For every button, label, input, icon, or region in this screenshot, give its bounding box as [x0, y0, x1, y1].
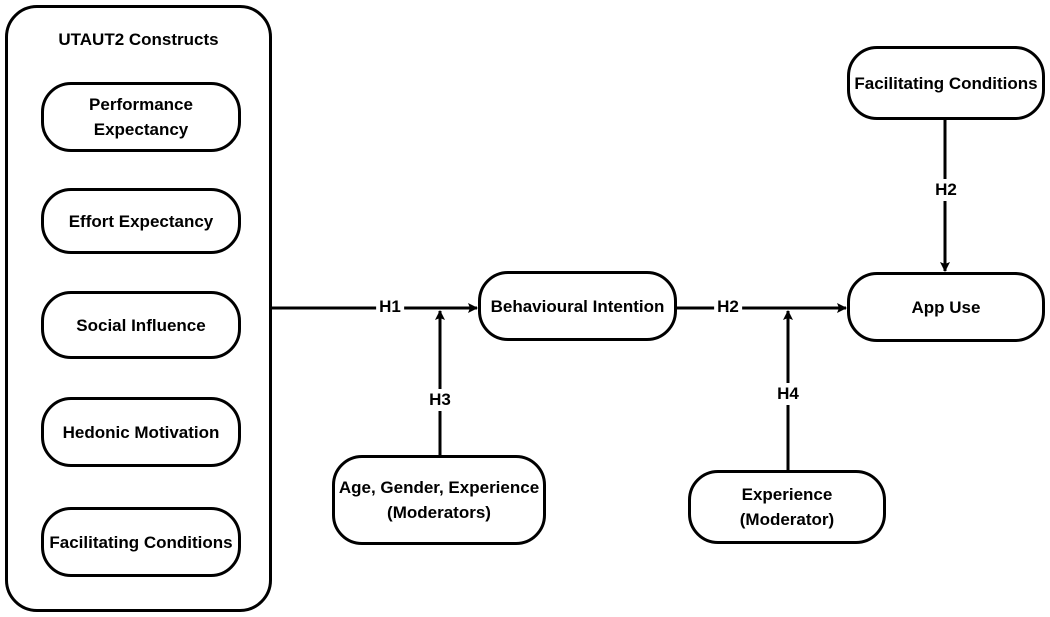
h2-main-label: H2 [714, 296, 742, 318]
node-behavioural-intention: Behavioural Intention [478, 271, 677, 341]
construct-effort-expectancy: Effort Expectancy [41, 188, 241, 254]
construct-facilitating-conditions: Facilitating Conditions [41, 507, 241, 577]
h3-label: H3 [426, 389, 454, 411]
node-app-use: App Use [847, 272, 1045, 342]
node-moderators: Age, Gender, Experience (Moderators) [332, 455, 546, 545]
construct-performance-expectancy: Performance Expectancy [41, 82, 241, 152]
h1-label: H1 [376, 296, 404, 318]
node-facilitating-conditions: Facilitating Conditions [847, 46, 1045, 120]
utaut2-title: UTAUT2 Constructs [58, 30, 219, 49]
construct-hedonic-motivation: Hedonic Motivation [41, 397, 241, 467]
h4-label: H4 [774, 383, 802, 405]
construct-social-influence: Social Influence [41, 291, 241, 359]
h2-fc-label: H2 [932, 179, 960, 201]
node-experience-moderator: Experience (Moderator) [688, 470, 886, 544]
